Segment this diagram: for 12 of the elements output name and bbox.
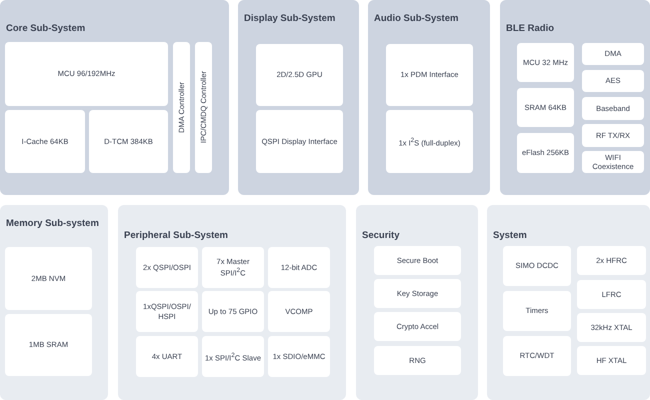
subsystem-panel bbox=[238, 0, 359, 195]
panel-title: Display Sub-System bbox=[244, 12, 336, 25]
panel-title: Memory Sub-system bbox=[6, 217, 100, 230]
subsystem-panel bbox=[368, 0, 490, 195]
panel-title: Peripheral Sub-System bbox=[124, 229, 230, 242]
subsystem-panel bbox=[0, 0, 229, 195]
panel-title: Core Sub-System bbox=[6, 22, 86, 35]
panel-title: Security bbox=[362, 229, 400, 242]
panel-title: System bbox=[493, 229, 528, 242]
panel-title: BLE Radio bbox=[506, 22, 556, 35]
subsystem-panel bbox=[500, 0, 650, 195]
panel-title: Audio Sub-System bbox=[374, 12, 460, 25]
